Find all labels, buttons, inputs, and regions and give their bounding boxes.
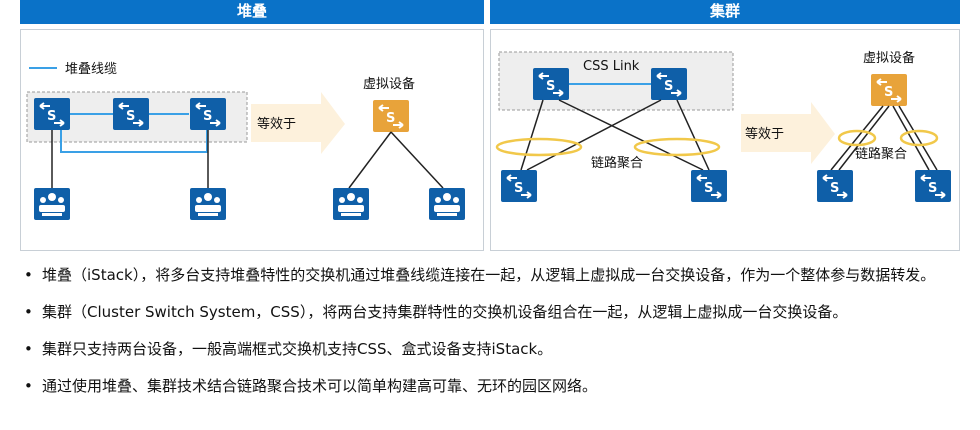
- user-group-icon: [333, 188, 369, 220]
- link-agg-ellipse: [837, 129, 877, 147]
- equivalent-arrow-icon: [741, 102, 835, 164]
- cluster-switch-2: [650, 67, 688, 101]
- svg-text:S: S: [47, 109, 56, 124]
- svg-text:等效于: 等效于: [257, 116, 296, 132]
- user-group-icon: [190, 188, 226, 220]
- svg-text:虚拟设备: 虚拟设备: [363, 76, 415, 92]
- link-agg-ellipse: [633, 137, 721, 157]
- link-agg-ellipse: [495, 137, 583, 157]
- cluster-virtual-access-switch-1: [816, 169, 854, 203]
- svg-text:S: S: [884, 85, 893, 100]
- svg-text:链路聚合: 链路聚合: [855, 146, 907, 162]
- cluster-access-switch-2: [690, 169, 728, 203]
- svg-text:S: S: [386, 111, 395, 126]
- cluster-virtual-access-switch-2: [914, 169, 952, 203]
- user-group-icon: [34, 188, 70, 220]
- cluster-panel: S CSS Link 链路聚合 等效于 虚拟设备 S: [490, 29, 960, 251]
- virtual-switch-icon: S: [871, 74, 907, 106]
- css-link-label: CSS Link: [583, 59, 640, 74]
- cluster-switch-1: [532, 67, 570, 101]
- cluster-header: 集群: [490, 0, 960, 24]
- bullet-item: 集群（Cluster Switch System，CSS），将两台支持集群特性的…: [22, 299, 962, 326]
- bullet-item: 通过使用堆叠、集群技术结合链路聚合技术可以简单构建高可靠、无环的园区网络。: [22, 373, 962, 400]
- stack-switch-1: S: [33, 97, 71, 131]
- virtual-switch-icon: S: [373, 100, 409, 132]
- bullet-item: 堆叠（iStack），将多台支持堆叠特性的交换机通过堆叠线缆连接在一起，从逻辑上…: [22, 262, 962, 289]
- svg-text:S: S: [126, 109, 135, 124]
- stack-switch-2: S: [112, 97, 150, 131]
- svg-text:虚拟设备: 虚拟设备: [863, 50, 915, 66]
- svg-text:堆叠线缆: 堆叠线缆: [65, 61, 117, 77]
- equivalent-arrow-icon: [251, 92, 345, 154]
- bullet-list: 堆叠（iStack），将多台支持堆叠特性的交换机通过堆叠线缆连接在一起，从逻辑上…: [22, 262, 962, 410]
- stack-switch-3: S: [189, 97, 227, 131]
- stack-cable-legend: 堆叠线缆: [29, 61, 117, 77]
- cluster-access-switch-1: [500, 169, 538, 203]
- user-group-icon: [429, 188, 465, 220]
- svg-text:链路聚合: 链路聚合: [591, 155, 643, 171]
- stack-panel: 堆叠线缆 S S S 等效于 虚拟设备 S: [20, 29, 484, 251]
- svg-text:等效于: 等效于: [745, 126, 784, 142]
- bullet-item: 集群只支持两台设备，一般高端框式交换机支持CSS、盒式设备支持iStack。: [22, 336, 962, 363]
- stack-header: 堆叠: [20, 0, 484, 24]
- link-agg-ellipse: [899, 129, 939, 147]
- svg-text:S: S: [203, 109, 212, 124]
